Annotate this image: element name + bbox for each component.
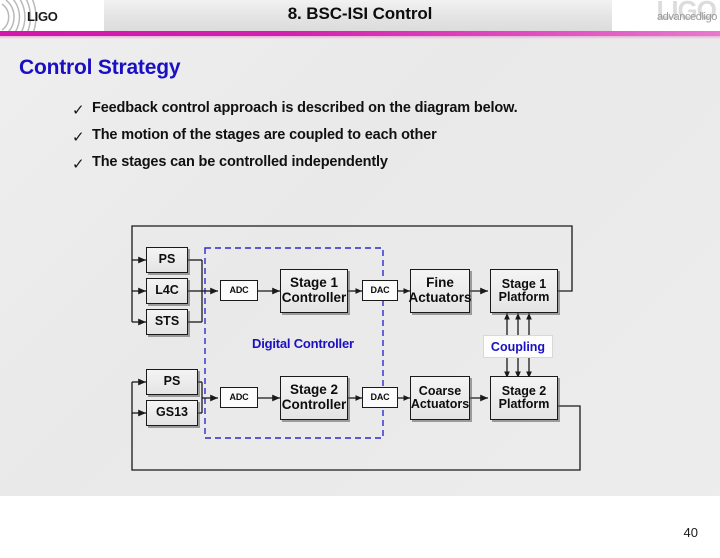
block-label: GS13 [156,405,188,420]
block-coupling: Coupling [483,335,553,358]
list-item: ✓ Feedback control approach is described… [72,100,692,127]
block-sensor-ps-stage1: PS [146,247,188,273]
block-label: L4C [155,283,179,298]
check-icon: ✓ [72,155,85,173]
block-label-line2: Actuators [408,290,472,305]
block-stage2-platform: Stage 2 Platform [490,376,558,420]
list-item: ✓ The stages can be controlled independe… [72,154,692,181]
block-label-line1: Coarse [418,383,462,398]
slide-header: LIGO 8. BSC-ISI Control LIGO advancedlig… [0,0,720,31]
block-sensor-ps-stage2: PS [146,369,198,395]
bullet-text: The stages can be controlled independent… [92,154,388,170]
bullet-list: ✓ Feedback control approach is described… [72,100,692,181]
block-label-line1: Stage 2 [289,382,338,398]
check-icon: ✓ [72,128,85,146]
block-label-line1: Stage 1 [501,276,547,291]
block-dac-stage1: DAC [362,280,398,301]
block-adc-stage2: ADC [220,387,258,408]
block-label-line2: Platform [498,397,550,411]
block-label-line2: Actuators [410,397,470,411]
block-label-line1: Fine [426,275,454,291]
block-label: Stage 1 Platform [498,276,550,305]
block-label: Coarse Actuators [410,383,470,412]
block-sensor-gs13-stage2: GS13 [146,400,198,426]
ligo-ghost-wordmark: LIGO [656,0,717,25]
block-label: DAC [370,284,390,295]
block-stage1-platform: Stage 1 Platform [490,269,558,313]
advanced-ligo-logo: LIGO advancedligo [612,0,720,31]
page-title: 8. BSC-ISI Control [287,4,433,23]
block-label-line1: Stage 2 [501,383,547,398]
block-label: Stage 1 Controller [282,276,347,305]
header-divider [0,31,720,36]
block-coarse-actuators: Coarse Actuators [410,376,470,420]
page-number: 40 [683,525,698,540]
block-label: DAC [370,391,390,402]
block-label: Coupling [490,339,546,354]
block-label: ADC [229,284,249,295]
block-label-line1: Stage 1 [289,275,338,291]
block-sensor-sts-stage1: STS [146,309,188,335]
block-label: ADC [229,391,249,402]
block-dac-stage2: DAC [362,387,398,408]
control-block-diagram: PS L4C STS ADC Stage 1 Controller DAC Fi… [110,218,610,483]
block-fine-actuators: Fine Actuators [409,269,472,313]
block-label: PS [158,252,176,267]
bullet-text: The motion of the stages are coupled to … [92,127,437,143]
ligo-logo-left: LIGO [0,0,104,31]
block-stage1-controller: Stage 1 Controller [280,269,348,313]
block-sensor-l4c-stage1: L4C [146,278,188,304]
block-adc-stage1: ADC [220,280,258,301]
ligo-wordmark: LIGO [27,9,58,24]
digital-controller-label: Digital Controller [252,336,354,351]
diagram-wires [131,225,581,471]
bullet-text: Feedback control approach is described o… [92,100,518,116]
block-label-line2: Controller [281,397,347,412]
slide-footer [0,496,720,558]
block-label: Fine Actuators [409,276,472,305]
block-stage2-controller: Stage 2 Controller [280,376,348,420]
advancedligo-wordmark: advancedligo [656,11,717,23]
check-icon: ✓ [72,101,85,119]
ligo-arcs-icon [1,0,37,31]
block-label: STS [154,314,180,329]
section-heading: Control Strategy [19,56,181,79]
list-item: ✓ The motion of the stages are coupled t… [72,127,692,154]
block-label: Stage 2 Platform [498,383,550,412]
block-label-line2: Platform [498,290,550,304]
header-divider-glow [0,36,720,39]
block-label: Stage 2 Controller [282,383,347,412]
block-label-line2: Controller [281,290,347,305]
block-label: PS [163,374,181,389]
